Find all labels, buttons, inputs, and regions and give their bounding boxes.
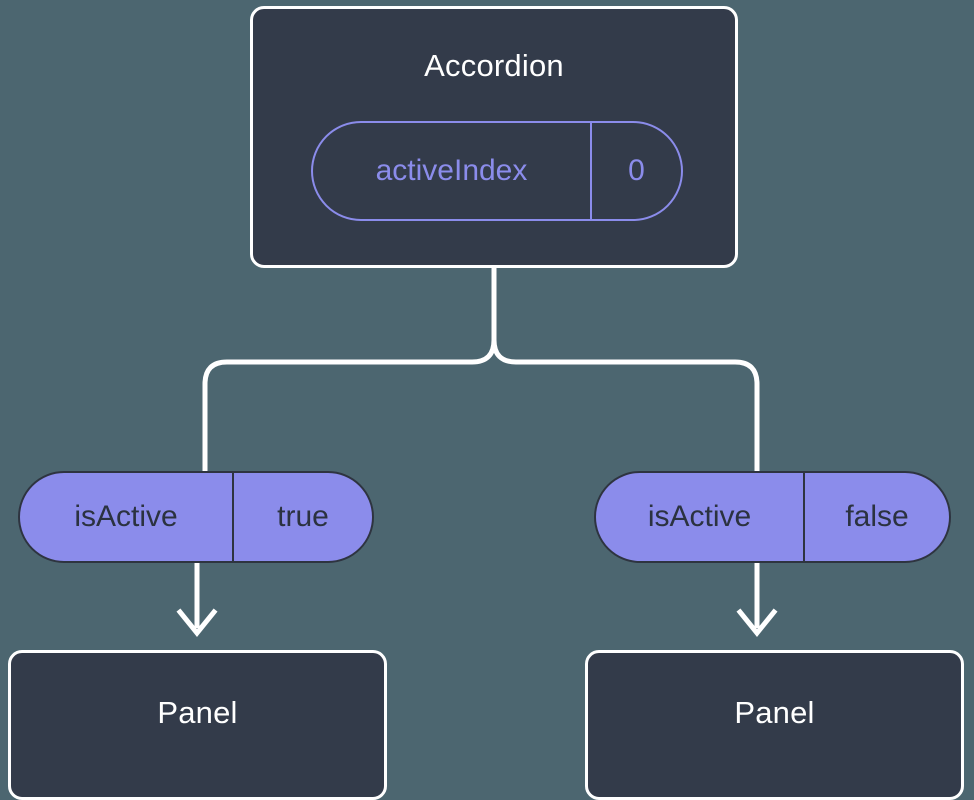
- arrow-left-head-icon: [176, 608, 218, 637]
- diagram-canvas: Accordion activeIndex 0 isActive true is…: [8, 6, 964, 800]
- is-active-true-value-label: true: [277, 500, 329, 533]
- arrow-right-head-icon: [736, 608, 778, 637]
- active-index-value-label: 0: [628, 154, 645, 187]
- active-index-key-label: activeIndex: [313, 123, 592, 219]
- is-active-false-key-label: isActive: [596, 473, 805, 561]
- is-active-true-prop-badge[interactable]: isActive true: [18, 471, 374, 563]
- panel-node-right[interactable]: Panel: [585, 650, 964, 800]
- connector-fork-path: [202, 265, 497, 474]
- panel-node-left[interactable]: Panel: [8, 650, 387, 800]
- panel-node-right-title: Panel: [734, 695, 815, 730]
- is-active-true-key-label: isActive: [20, 473, 234, 561]
- active-index-state-badge[interactable]: activeIndex 0: [311, 121, 683, 221]
- accordion-node-title: Accordion: [424, 48, 564, 83]
- accordion-component-node[interactable]: Accordion activeIndex 0: [250, 6, 738, 268]
- panel-node-left-title: Panel: [157, 695, 238, 730]
- is-active-false-prop-badge[interactable]: isActive false: [594, 471, 951, 563]
- connector-fork-path-right: [491, 265, 760, 474]
- is-active-false-value-label: false: [845, 500, 909, 533]
